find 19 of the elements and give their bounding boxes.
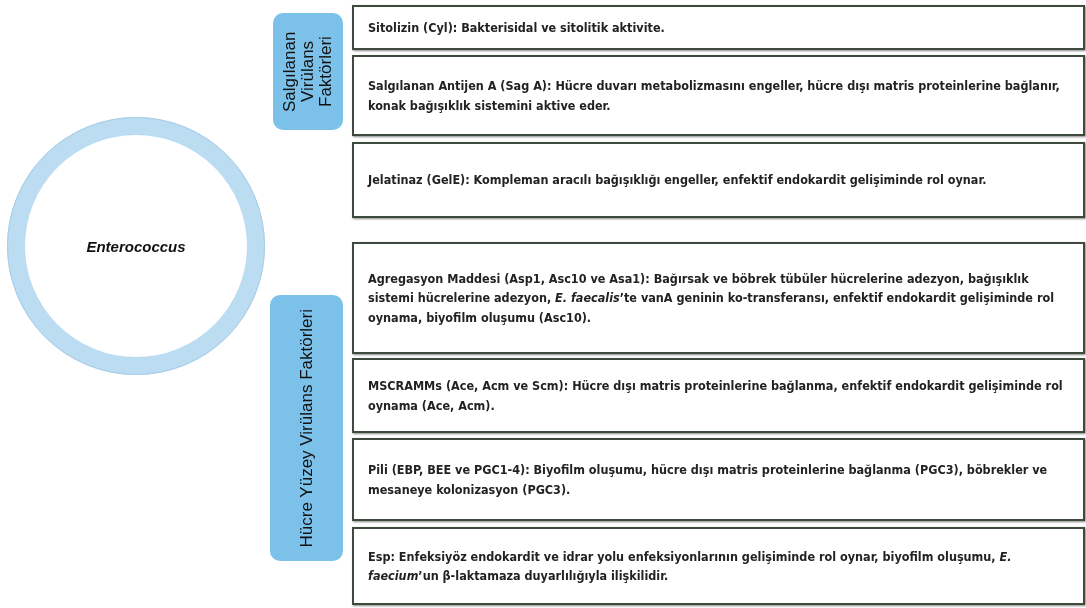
description-text: Agregasyon Maddesi (Asp1, Asc10 ve Asa1): Bağırsak ve böbrek tübüler hücrelerine adezyon, bağışıklık sistemi hücrelerine adezyon, E. faecalis’te vanA geninin ko-transferansı, enfektif endokardit gelişiminde rol oynama, biyofilm oluşumu (Asc10). xyxy=(368,269,1056,327)
description-text: Salgılanan Antijen A (Sag A): Hücre duvarı metabolizmasını engeller, hücre dışı matris proteinlerine bağlanır, konak bağışıklık sistemini aktive eder. xyxy=(368,77,1061,115)
description-box xyxy=(352,242,1085,354)
description-text: Jelatinaz (GelE): Kompleman aracılı bağışıklığı engeller, enfektif endokardit gelişiminde rol oynar. xyxy=(368,171,987,190)
description-box xyxy=(352,55,1085,136)
description-box xyxy=(352,438,1085,521)
category-tab xyxy=(273,13,343,130)
description-box xyxy=(352,358,1085,433)
category-tab xyxy=(270,295,343,561)
circle-label: Enterococcus xyxy=(86,237,186,255)
description-text: Sitolizin (Cyl): Bakterisidal ve sitolitik aktivite. xyxy=(368,18,665,37)
description-text: Esp: Enfeksiyöz endokardit ve idrar yolu enfeksiyonlarının gelişiminde rol oynar, biyofilm oluşumu, E. faecium’un β-laktamaza duyarlılığıyla ilişkilidir. xyxy=(368,547,1013,585)
description-box xyxy=(352,142,1085,218)
description-box xyxy=(352,5,1085,50)
category-label: Salgılanan Virülans Faktörleri xyxy=(281,30,335,114)
category-label: Hücre Yüzey Virülans Faktörleri xyxy=(297,308,316,548)
description-text: MSCRAMMs (Ace, Acm ve Scm): Hücre dışı matris proteinlerine bağlanma, enfektif endokardit gelişiminde rol oynama (Ace, Acm). xyxy=(368,377,1064,415)
description-box xyxy=(352,527,1085,605)
description-text: Pili (EBP, BEE ve PGC1-4): Biyofilm oluşumu, hücre dışı matris proteinlerine bağlanma (PGC3), böbrekler ve mesaneye kolonizasyon (PGC3). xyxy=(368,461,1049,499)
